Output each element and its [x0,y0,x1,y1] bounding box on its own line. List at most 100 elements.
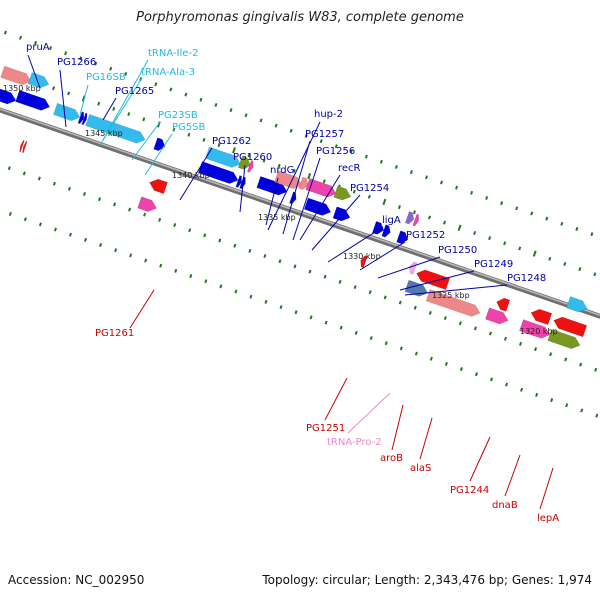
label-leader-line [327,226,384,263]
gene-arrow [239,176,246,190]
label-leader-line [267,121,321,231]
gene-label: PG23SB [158,110,198,121]
tick-mark [397,205,401,210]
gene-arrow [137,196,158,212]
scale-label: 1350 kbp [3,84,41,93]
label-leader-line [129,289,155,329]
tick-mark [369,336,373,341]
tick-mark [488,236,492,241]
gene-arrow [197,161,239,184]
label-leader-line [99,77,143,146]
scale-label: 1335 kbp [258,213,296,222]
tick-mark [485,195,489,200]
tick-mark [319,139,323,144]
gene-label: PG1251 [306,423,345,434]
gene-arrow [81,112,88,126]
gene-arrow [27,71,50,89]
map-title: Porphyromonas gingivalis W83, complete g… [136,10,464,25]
gene-label: PG1257 [305,129,344,140]
label-leader-line [391,404,404,451]
gene-label: tRNA-Pro-2 [327,437,382,448]
scale-label: 1320 kbp [520,327,558,336]
tick-mark [79,56,83,61]
tick-mark [173,223,177,228]
tick-mark [338,279,342,284]
tick-mark [339,325,343,330]
label-leader-line [179,147,213,201]
tick-mark [172,127,176,132]
tick-mark [53,227,57,232]
tick-mark [304,133,308,138]
gene-label: PG1262 [212,136,251,147]
tick-mark [590,232,594,237]
tick-mark [249,294,253,299]
tick-mark [379,159,383,164]
tick-mark [530,211,534,216]
label-leader-line [324,377,348,421]
tick-mark [409,170,413,175]
genome-axis-highlight [0,108,600,317]
label-leader-line [102,97,117,121]
tick-mark [503,336,508,341]
gene-label-layer: pruAPG1266PG16SBtRNA-Ile-2tRNA-Ala-3PG12… [26,42,559,524]
tick-mark [394,164,398,169]
label-leader-line [282,140,311,235]
gene-arrow [246,160,254,173]
tick-mark [545,216,549,221]
gene-arrow [381,224,391,238]
tick-mark [518,246,522,251]
tick-mark [184,92,188,97]
label-leader-line [347,392,391,434]
tick-mark [142,117,146,122]
tick-mark [128,207,132,212]
label-leader-line [539,467,554,510]
tick-mark [34,40,38,45]
gene-arrow [77,111,85,125]
tick-mark [187,132,191,137]
gene-arrow [496,297,511,312]
gene-label: lepA [537,513,559,524]
label-leader-line [399,270,475,291]
gene-label: PG1265 [115,86,154,97]
tick-mark [214,102,218,107]
tick-mark [52,181,56,186]
tick-mark [383,295,387,300]
tick-mark [352,189,356,194]
tick-mark [127,112,131,117]
tick-mark [412,210,416,215]
gene-layer [0,65,588,350]
tick-mark [263,254,267,259]
genome-axis [0,107,600,319]
tick-mark [520,387,524,392]
label-leader-line [59,69,67,128]
gene-arrow [235,175,242,188]
tick-mark [564,357,568,362]
label-leader-line [419,417,433,460]
accession-text: Accession: NC_002950 [8,573,145,587]
tick-mark [440,180,444,185]
tick-mark [427,215,432,220]
tick-mark [503,241,507,246]
tick-mark [81,95,86,102]
tick-mark [307,172,312,180]
tick-mark [459,367,463,372]
gene-arrow [530,308,553,326]
tick-mark [534,347,538,352]
tick-mark [169,87,173,92]
axis-layer [0,107,600,319]
label-leader-line [27,54,41,89]
tick-mark [429,356,433,361]
topology-text: Topology: circular; Length: 2,343,476 bp… [262,573,592,587]
tick-mark [549,352,553,357]
gene-label: ligA [382,215,401,226]
tick-mark [473,230,477,235]
label-line-layer [27,54,554,510]
tick-mark [457,224,462,231]
gene-arrow [15,89,51,111]
tick-mark [68,232,73,237]
gene-arrow [22,140,28,154]
tick-mark [248,248,252,253]
tick-mark [490,377,494,382]
label-leader-line [265,177,279,226]
tick-mark [232,147,236,154]
